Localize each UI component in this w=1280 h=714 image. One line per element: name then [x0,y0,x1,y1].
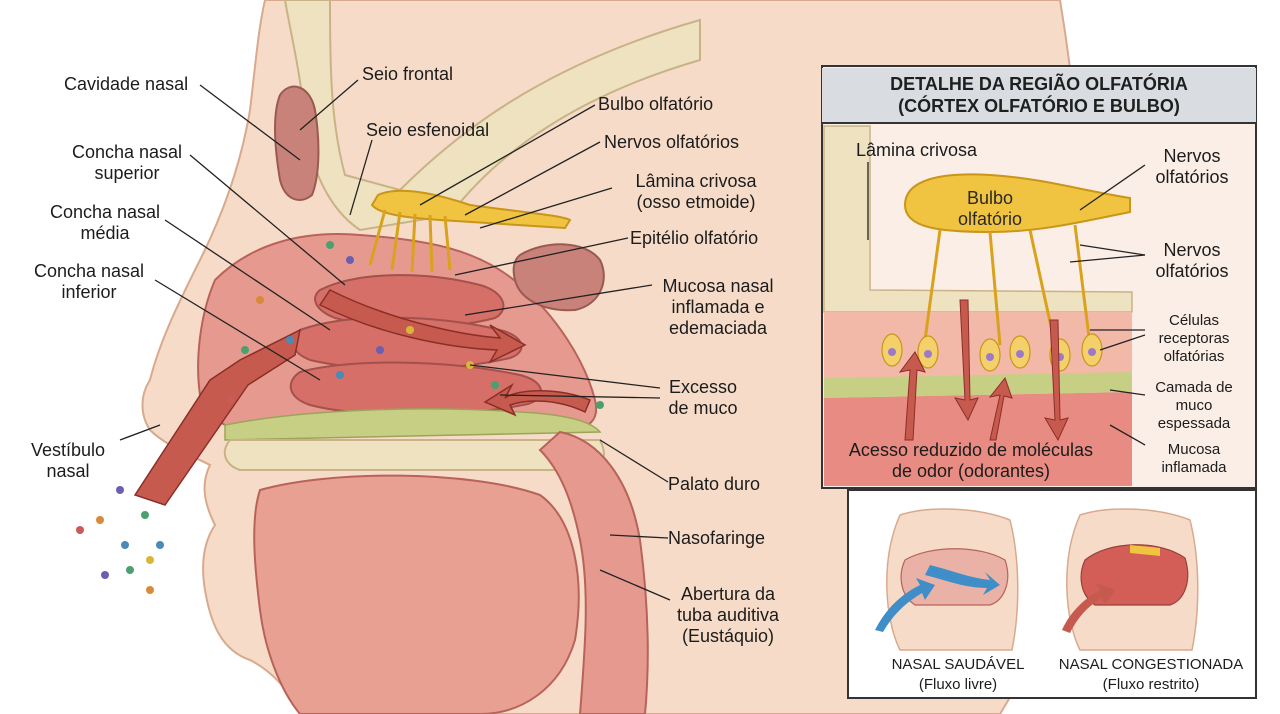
label-concha-superior: Concha nasal superior [71,142,183,183]
airflow-arrow-in [133,328,302,506]
olfactory-bulb [370,189,572,230]
inset-leader-lines [867,162,1146,446]
mucus-layer [224,408,602,441]
frontal-sinus [274,85,320,201]
inferior-turbinate [289,361,542,416]
olfactory-nerves [368,209,452,273]
congested-thumbnail [1062,508,1199,651]
inset-label-nervos-2: Nervos olfatórios [1155,240,1229,281]
label-vestibulo: Vestíbulo nasal [30,440,106,481]
label-tuba: Abertura da tuba auditiva (Eustáquio) [676,584,780,646]
label-concha-inferior: Concha nasal inferior [33,261,145,302]
inset-cell-nuclei [888,348,1096,361]
congested-subtitle: (Fluxo restrito) [1102,676,1200,693]
inset-label-camada: Camada de muco espessada [1155,379,1233,432]
label-nasofaringe: Nasofaringe [668,528,766,548]
label-palato: Palato duro [668,474,761,494]
inset-bulb [903,173,1131,234]
inset-label-lamina: Lâmina crivosa [856,140,978,160]
label-muco: Excesso de muco [668,377,738,418]
airflow-arrow-top [318,289,527,364]
label-seio-esfenoidal: Seio esfenoidal [366,120,490,140]
inset-label-bulbo: Bulbo olfatório [957,188,1023,229]
healthy-subtitle: (Fluxo livre) [918,676,998,693]
middle-turbinate [291,316,523,370]
inset-label-acesso: Acesso reduzido de moléculas de odor (od… [848,440,1094,481]
label-mucosa: Mucosa nasal inflamada e edemaciada [662,276,774,338]
inset-label-celulas: Células receptoras olfatórias [1158,312,1230,365]
airflow-arrow-back [483,382,591,417]
healthy-title: NASAL SAUDÁVEL [891,656,1025,673]
label-bulbo: Bulbo olfatório [598,94,714,114]
leader-lines [119,79,671,601]
inset-title: DETALHE DA REGIÃO OLFATÓRIA (CÓRTEX OLFA… [822,68,1256,124]
healthy-thumbnail [875,508,1019,651]
mouth-tongue [253,474,580,714]
label-cavidade-nasal: Cavidade nasal [64,74,189,94]
nasopharynx [538,430,649,714]
label-concha-media: Concha nasal média [49,202,161,243]
inset-label-mucosa: Mucosa inflamada [1161,441,1227,476]
label-seio-frontal: Seio frontal [362,64,454,84]
label-epitelio: Epitélio olfatório [630,228,759,248]
sphenoid-sinus [512,243,605,312]
inset-arrows [898,299,1069,442]
inset-label-nervos-1: Nervos olfatórios [1155,146,1229,187]
congested-title: NASAL CONGESTIONADA [1058,656,1244,673]
label-nervos: Nervos olfatórios [604,132,740,152]
label-lamina: Lâmina crivosa (osso etmoide) [635,171,757,212]
odor-particles [76,241,604,594]
